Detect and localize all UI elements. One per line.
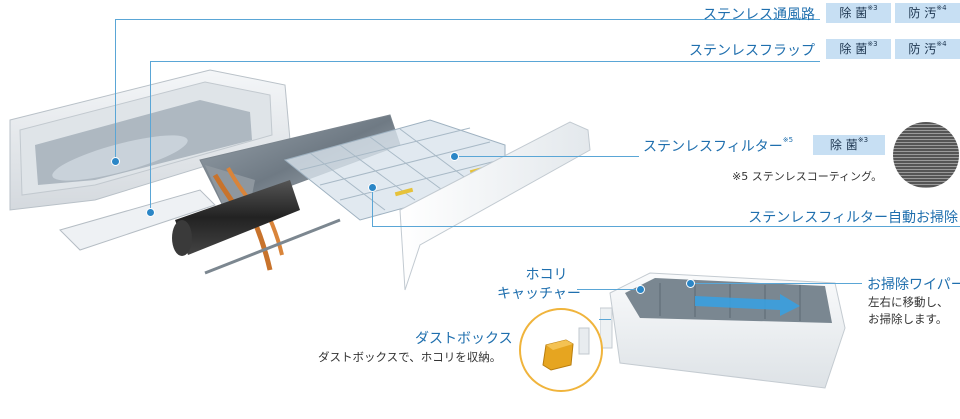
label-stainless-filter: ステンレスフィルター※5 <box>643 136 793 156</box>
label-filter-auto-clean: ステンレスフィルター自動お掃除 <box>748 210 958 226</box>
leader-auto-dot <box>368 183 377 192</box>
badge-text: 除 菌 <box>829 138 858 152</box>
leader-auto-h <box>372 226 960 227</box>
leader-dustbox-h <box>599 319 611 320</box>
leader-wiper-h <box>690 283 862 284</box>
dustbox-icon <box>542 327 590 371</box>
filter-mesh-closeup <box>893 122 959 188</box>
label-text: ステンレスフィルター <box>643 139 783 155</box>
badge-duct-sterilize: 除 菌※3 <box>826 3 891 23</box>
cross-flow-fan <box>172 180 300 256</box>
leader-duct-h <box>115 19 820 20</box>
label-dust-catcher-2: キャッチャー <box>497 286 581 302</box>
front-panel <box>399 121 591 291</box>
label-line: ホコリ <box>525 267 568 283</box>
leader-duct-v <box>115 19 116 160</box>
badge-filter-sterilize: 除 菌※3 <box>813 135 885 155</box>
label-stainless-flap: ステンレスフラップ <box>689 43 815 59</box>
badge-text: 防 汚 <box>908 42 937 56</box>
flap <box>59 189 216 251</box>
badge-note: ※3 <box>867 4 878 12</box>
leader-flap-v <box>150 61 151 211</box>
unit-wiper-illustration <box>600 272 846 389</box>
dustbox-description: ダストボックスで、ホコリを収納。 <box>318 350 502 364</box>
label-stainless-duct: ステンレス通風路 <box>703 7 815 23</box>
label-dustbox: ダストボックス <box>415 331 513 347</box>
leader-flap-dot <box>146 208 155 217</box>
leader-auto-v <box>372 186 373 226</box>
badge-text: 防 汚 <box>908 6 937 20</box>
badge-note: ※4 <box>936 4 947 12</box>
badge-note: ※4 <box>936 40 947 48</box>
leader-duct-dot <box>111 157 120 166</box>
badge-text: 除 菌 <box>839 6 868 20</box>
leader-catcher-h <box>577 289 639 290</box>
leader-filter-h <box>454 156 639 157</box>
leader-catcher-dot <box>636 285 645 294</box>
note-coating: ※5 ステンレスコーティング。 <box>732 170 883 183</box>
leader-filter-dot <box>450 152 459 161</box>
badge-flap-antifouling: 防 汚※4 <box>895 39 960 59</box>
leader-wiper-dot <box>686 279 695 288</box>
label-dust-catcher: ホコリ <box>519 266 574 284</box>
desc-line: 左右に移動し、 <box>868 295 949 309</box>
badge-flap-sterilize: 除 菌※3 <box>826 39 891 59</box>
badge-duct-antifouling: 防 汚※4 <box>895 3 960 23</box>
wiper-arrow <box>695 294 800 316</box>
badge-text: 除 菌 <box>839 42 868 56</box>
leader-flap-h <box>150 61 820 62</box>
label-note: ※5 <box>782 136 794 144</box>
exploded-unit-illustration <box>9 69 591 291</box>
wiper-description: 左右に移動し、 お掃除します。 <box>868 294 949 328</box>
label-cleaning-wiper: お掃除ワイパー <box>867 277 960 293</box>
badge-note: ※3 <box>867 40 878 48</box>
badge-note: ※3 <box>857 136 869 144</box>
dustbox-circle <box>519 308 603 392</box>
desc-line: お掃除します。 <box>868 312 948 326</box>
